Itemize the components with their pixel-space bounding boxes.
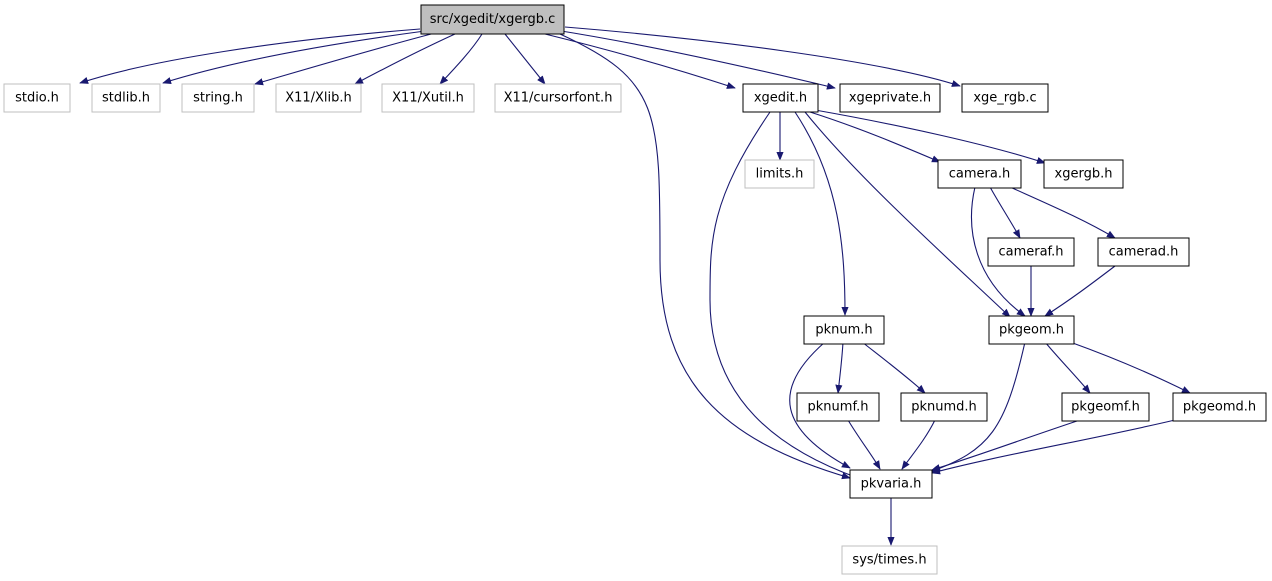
edge-pknum-h-to-pknumd-h [861,341,926,394]
node-cameraf-h[interactable]: cameraf.h [987,237,1075,267]
node-xutil-h[interactable]: X11/Xutil.h [381,83,475,113]
node-layer: src/xgedit/xgergb.c stdio.h stdlib.h str… [3,4,1267,575]
edge-xgedit-h-to-camera-h [809,111,941,163]
node-xgedit-h-label: xgedit.h [754,91,807,106]
node-pknumd-h[interactable]: pknumd.h [900,392,988,422]
edge-xgergb-c-to-stdio-h [79,28,421,84]
edge-xgedit-h-to-pknum-h [794,111,849,316]
edge-xgergb-c-to-pkvaria-h [559,33,851,480]
node-cursorfont-h-label: X11/cursorfont.h [504,91,613,106]
node-sys-times-h[interactable]: sys/times.h [841,545,938,575]
node-xgergb-c[interactable]: src/xgedit/xgergb.c [420,4,565,35]
edge-pkgeom-h-to-pkgeomf-h [1044,341,1091,394]
edge-camerad-h-to-pkgeom-h [1044,265,1116,317]
edge-xgedit-h-to-xgergb-h [814,109,1046,164]
edge-pkgeom-h-to-pkgeomd-h [1069,341,1191,394]
node-camera-h-label: camera.h [949,167,1010,182]
node-camerad-h[interactable]: camerad.h [1097,237,1190,267]
edge-camera-h-to-camerad-h [1009,186,1116,239]
node-pkgeom-h-label: pkgeom.h [999,323,1064,338]
node-string-h-label: string.h [193,91,243,106]
edge-pkgeomf-h-to-pkvaria-h [931,419,1081,472]
node-xgergb-h-label: xgergb.h [1055,167,1113,182]
node-xgeprivate-h[interactable]: xgeprivate.h [839,83,941,113]
node-camera-h[interactable]: camera.h [937,159,1022,189]
edge-pkgeomd-h-to-pkvaria-h [931,419,1176,475]
edge-xgergb-c-to-xgedit-h [544,33,736,89]
node-pkgeom-h[interactable]: pkgeom.h [988,315,1075,345]
node-sys-times-h-label: sys/times.h [852,553,926,568]
edge-xgergb-c-to-stdlib-h [162,30,426,85]
edge-xgergb-c-to-xgeprivate-h [554,29,836,90]
node-pkgeomf-h[interactable]: pkgeomf.h [1061,392,1150,422]
node-camerad-h-label: camerad.h [1109,245,1179,260]
node-xge-rgb-c-label: xge_rgb.c [973,91,1036,106]
edge-xgergb-c-to-string-h [254,32,436,86]
edge-camera-h-to-pkgeom-h [970,186,1026,317]
node-stdlib-h-label: stdlib.h [102,91,150,106]
edge-pknumd-h-to-pkvaria-h [901,419,936,470]
node-limits-h[interactable]: limits.h [744,159,815,189]
node-pknumd-h-label: pknumd.h [911,400,977,415]
edge-xgergb-c-to-xge-rgb-c [564,26,961,87]
edge-xgergb-c-to-cursorfont-h [504,33,546,85]
edge-xgedit-h-to-pkvaria-h [709,111,859,479]
node-stdlib-h[interactable]: stdlib.h [91,83,161,113]
edge-pknumf-h-to-pkvaria-h [847,419,881,470]
node-xgedit-h[interactable]: xgedit.h [742,83,819,113]
node-pknumf-h-label: pknumf.h [808,400,869,415]
node-xge-rgb-c[interactable]: xge_rgb.c [961,83,1049,113]
edge-camera-h-to-cameraf-h [989,186,1021,239]
edge-pknum-h-to-pknumf-h [835,341,844,394]
edge-xgergb-c-to-xlib-h [354,33,456,85]
node-xutil-h-label: X11/Xutil.h [392,91,464,106]
node-cameraf-h-label: cameraf.h [998,245,1063,260]
node-pkgeomd-h-label: pkgeomd.h [1183,400,1256,415]
node-string-h[interactable]: string.h [181,83,255,113]
node-xgeprivate-h-label: xgeprivate.h [849,91,931,106]
node-stdio-h[interactable]: stdio.h [3,83,71,113]
node-pkvaria-h[interactable]: pkvaria.h [849,469,933,499]
node-pkvaria-h-label: pkvaria.h [861,477,922,492]
node-xlib-h-label: X11/Xlib.h [285,91,352,106]
node-pkgeomf-h-label: pkgeomf.h [1071,400,1140,415]
node-pknumf-h[interactable]: pknumf.h [796,392,880,422]
node-limits-h-label: limits.h [756,167,804,182]
node-pknum-h-label: pknum.h [815,323,872,338]
node-pkgeomd-h[interactable]: pkgeomd.h [1172,392,1267,422]
node-xgergb-c-label: src/xgedit/xgergb.c [430,12,556,27]
node-xgergb-h[interactable]: xgergb.h [1043,159,1124,189]
node-cursorfont-h[interactable]: X11/cursorfont.h [494,83,622,113]
node-pknum-h[interactable]: pknum.h [803,315,885,345]
edge-xgedit-h-to-pkgeom-h [804,111,1011,318]
edge-layer [79,26,1191,546]
edge-xgergb-c-to-xutil-h [439,33,483,85]
edge-pknum-h-to-pkvaria-h [789,341,851,469]
node-stdio-h-label: stdio.h [15,91,59,106]
node-xlib-h[interactable]: X11/Xlib.h [275,83,362,113]
